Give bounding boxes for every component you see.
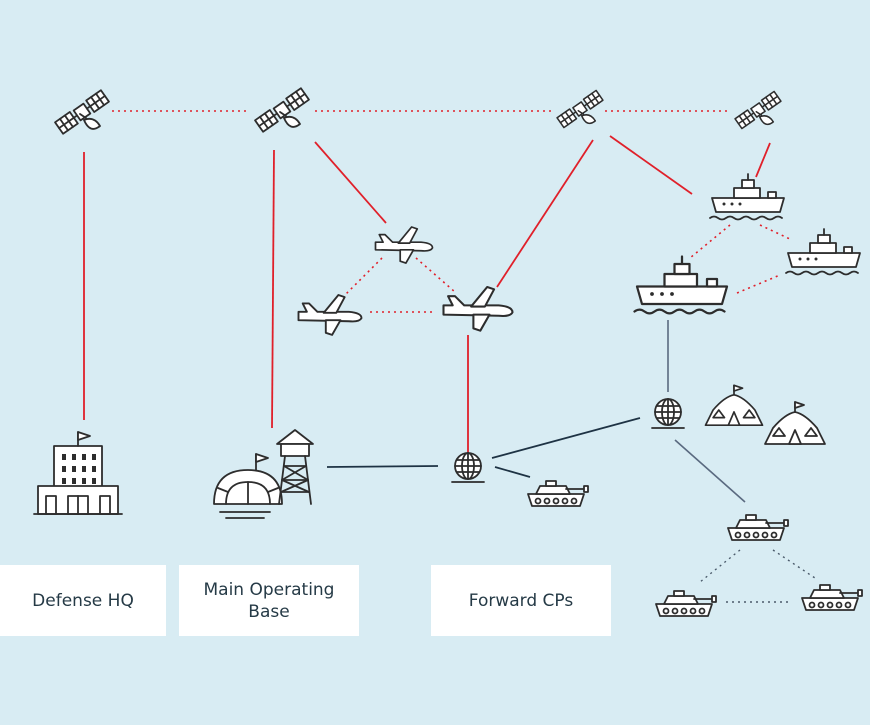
ship-icon [633, 255, 729, 315]
building-icon [33, 431, 123, 515]
ground-links [326, 417, 641, 478]
mesh-links [339, 224, 793, 313]
satellite-downlinks [83, 135, 771, 454]
tent-icon [704, 384, 764, 427]
ship-icon [785, 228, 861, 276]
ship-icon [709, 173, 785, 221]
tank-icon [801, 584, 863, 611]
globe-icon [451, 452, 485, 483]
tank-icon [527, 480, 589, 507]
satellite-icon [734, 90, 782, 130]
local-links [667, 320, 746, 503]
main-operating-base-line1: Main Operating [203, 579, 335, 600]
drone-icon [374, 226, 434, 264]
main-operating-base-text: Main Operating Base [204, 579, 335, 623]
main-operating-base-line2: Base [248, 601, 290, 622]
tank-mesh-links [699, 549, 816, 603]
drone-icon [442, 285, 514, 332]
globe-icon [651, 398, 685, 429]
watchtower-icon [276, 429, 314, 505]
main-operating-base-label: Main Operating Base [179, 565, 359, 636]
tent-icon [764, 401, 826, 445]
forward-cps-text: Forward CPs [468, 590, 574, 611]
defense-hq-label: Defense HQ [0, 565, 166, 636]
tank-icon [727, 514, 789, 541]
satellite-icon [254, 87, 310, 133]
forward-cps-label: Forward CPs [431, 565, 611, 636]
defense-hq-text: Defense HQ [32, 590, 134, 611]
satellite-icon [54, 89, 110, 135]
base-dome-icon [213, 453, 283, 519]
satellite-icon [556, 89, 604, 129]
drone-icon [297, 294, 363, 336]
tank-icon [655, 590, 717, 617]
